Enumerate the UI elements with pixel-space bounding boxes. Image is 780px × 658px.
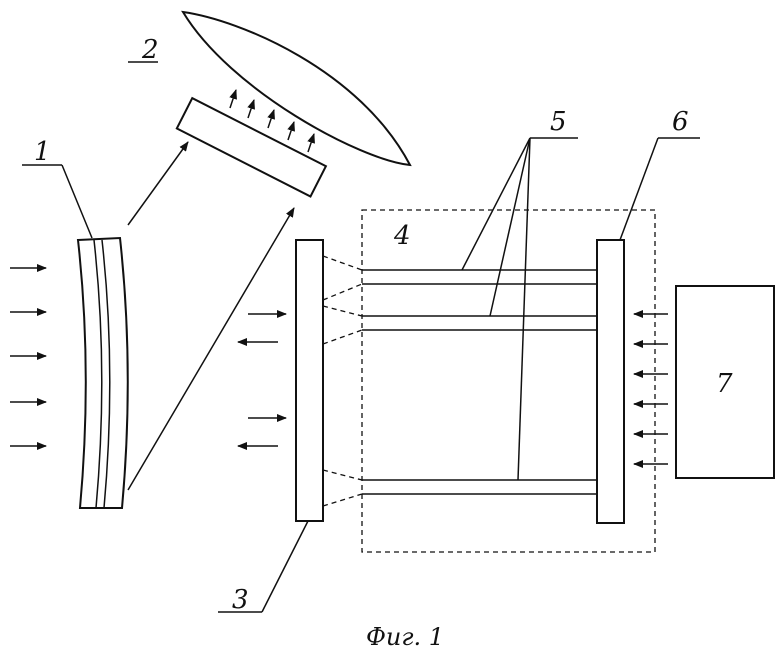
ray-upper (127, 141, 189, 226)
element-1-mirror (76, 236, 129, 509)
element-3-plate (295, 239, 324, 522)
element-7-block (675, 285, 775, 479)
label-7: 7 (716, 369, 733, 399)
label-1: 1 (34, 137, 51, 167)
figure-caption: Фиг. 1 (366, 623, 444, 651)
label-4: 4 (393, 221, 411, 251)
leader-lines (22, 61, 700, 613)
element-2-output-arrows (229, 89, 315, 153)
label-6: 6 (672, 107, 689, 137)
label-2: 2 (141, 35, 159, 65)
element-6-plate (596, 239, 625, 524)
lens (181, 10, 412, 167)
fiber-couplings (322, 255, 363, 507)
fibers-5 (362, 269, 597, 495)
label-5: 5 (550, 107, 567, 137)
dashed-enclosure-4 (361, 209, 656, 553)
element-7-arrows (633, 310, 668, 468)
ray-lower (127, 207, 295, 491)
input-arrows-left (10, 264, 47, 450)
element-2-plate (175, 96, 328, 198)
element-3-arrows (237, 310, 287, 450)
label-3: 3 (232, 585, 249, 615)
